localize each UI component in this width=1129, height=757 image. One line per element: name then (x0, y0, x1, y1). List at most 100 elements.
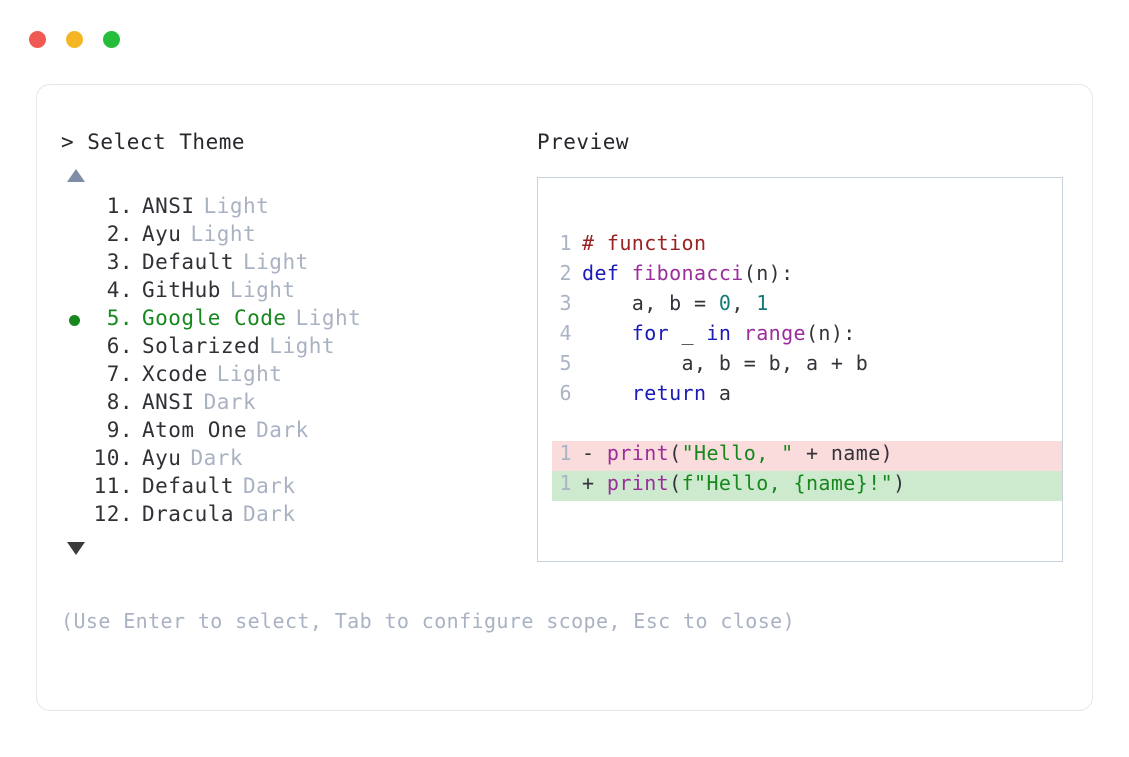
theme-list-item[interactable]: 5. Google Code Light (61, 306, 531, 334)
minimize-button[interactable] (66, 31, 83, 48)
code-token: a (706, 381, 732, 405)
theme-variant: Dark (243, 474, 296, 498)
code-text: - print("Hello, " + name) (582, 441, 893, 465)
code-token: # function (582, 231, 707, 255)
code-line: 5 a, b = b, a + b (552, 351, 1062, 381)
close-button[interactable] (29, 31, 46, 48)
theme-variant: Dark (256, 418, 309, 442)
theme-list-item[interactable]: 2. Ayu Light (61, 222, 531, 250)
code-token: a, b = b, a + b (582, 351, 869, 375)
theme-list-item[interactable]: 7. Xcode Light (61, 362, 531, 390)
code-text: def fibonacci(n): (582, 261, 794, 285)
line-number: 1 (559, 231, 572, 255)
theme-index: 6. (106, 334, 133, 358)
theme-variant: Light (190, 222, 257, 246)
code-token (582, 381, 632, 405)
theme-list-item[interactable]: 6. Solarized Light (61, 334, 531, 362)
line-number: 4 (559, 321, 572, 345)
theme-name: Ayu (142, 446, 182, 470)
code-token (619, 261, 631, 285)
theme-name: GitHub (142, 278, 221, 302)
theme-variant: Light (229, 278, 296, 302)
preview-title: Preview (537, 130, 630, 154)
code-token: print (606, 441, 670, 465)
code-token: , (731, 291, 757, 315)
code-token: + (582, 471, 607, 495)
theme-index: 7. (106, 362, 133, 386)
code-token: a, b = (582, 291, 719, 315)
theme-index: 5. (106, 306, 133, 330)
scroll-up-arrow-icon[interactable] (67, 169, 85, 182)
theme-index: 4. (106, 278, 133, 302)
code-text: a, b = 0, 1 (582, 291, 769, 315)
code-token: def (582, 261, 620, 285)
code-token: "Hello, " (681, 441, 794, 465)
code-token: fibonacci (631, 261, 744, 285)
code-text: return a (582, 381, 731, 405)
line-number: 5 (559, 351, 572, 375)
code-line: 3 a, b = 0, 1 (552, 291, 1062, 321)
theme-name: Ayu (142, 222, 182, 246)
theme-variant: Light (295, 306, 362, 330)
code-token: + name) (793, 441, 894, 465)
selected-bullet-icon (61, 314, 87, 326)
theme-name: ANSI (142, 390, 195, 414)
code-line (552, 411, 1062, 441)
theme-index: 3. (106, 250, 133, 274)
keyboard-hint: (Use Enter to select, Tab to configure s… (61, 609, 796, 633)
theme-variant: Light (216, 362, 283, 386)
theme-variant: Dark (243, 502, 296, 526)
line-number: 1 (559, 441, 572, 465)
theme-name: Google Code (142, 306, 287, 330)
theme-variant: Light (269, 334, 336, 358)
line-number: 6 (559, 381, 572, 405)
code-token: ( (669, 471, 682, 495)
maximize-button[interactable] (103, 31, 120, 48)
code-token: 1 (756, 291, 769, 315)
code-token: print (606, 471, 670, 495)
scroll-down-arrow-icon[interactable] (67, 542, 85, 555)
theme-list-item[interactable]: 10. Ayu Dark (61, 446, 531, 474)
theme-name: ANSI (142, 194, 195, 218)
theme-name: Solarized (142, 334, 261, 358)
code-text: a, b = b, a + b (582, 351, 868, 375)
theme-variant: Dark (190, 446, 244, 470)
theme-name: Xcode (142, 362, 208, 386)
theme-index: 2. (106, 222, 133, 246)
code-token: for (631, 321, 670, 345)
code-token: _ (669, 321, 707, 345)
code-token: return (631, 381, 707, 405)
line-number: 3 (559, 291, 572, 315)
theme-name: Default (142, 474, 235, 498)
code-line-added: 1 + print(f"Hello, {name}!") (552, 471, 1062, 501)
prompt-label: > Select Theme (61, 130, 246, 154)
code-token: f"Hello, {name}!" (681, 471, 894, 495)
theme-variant: Light (203, 194, 270, 218)
code-line: 4 for _ in range(n): (552, 321, 1062, 351)
code-token: in (706, 321, 732, 345)
code-text: # function (582, 231, 706, 255)
code-token: - (582, 441, 607, 465)
theme-index: 10. (93, 446, 133, 470)
code-token: (n): (743, 261, 794, 285)
theme-list-item[interactable]: 4. GitHub Light (61, 278, 531, 306)
code-line-removed: 1 - print("Hello, " + name) (552, 441, 1062, 471)
code-token (582, 321, 632, 345)
line-number: 1 (559, 471, 572, 495)
code-token: 0 (718, 291, 732, 315)
code-token: ) (893, 471, 906, 495)
code-token: range (743, 321, 806, 345)
